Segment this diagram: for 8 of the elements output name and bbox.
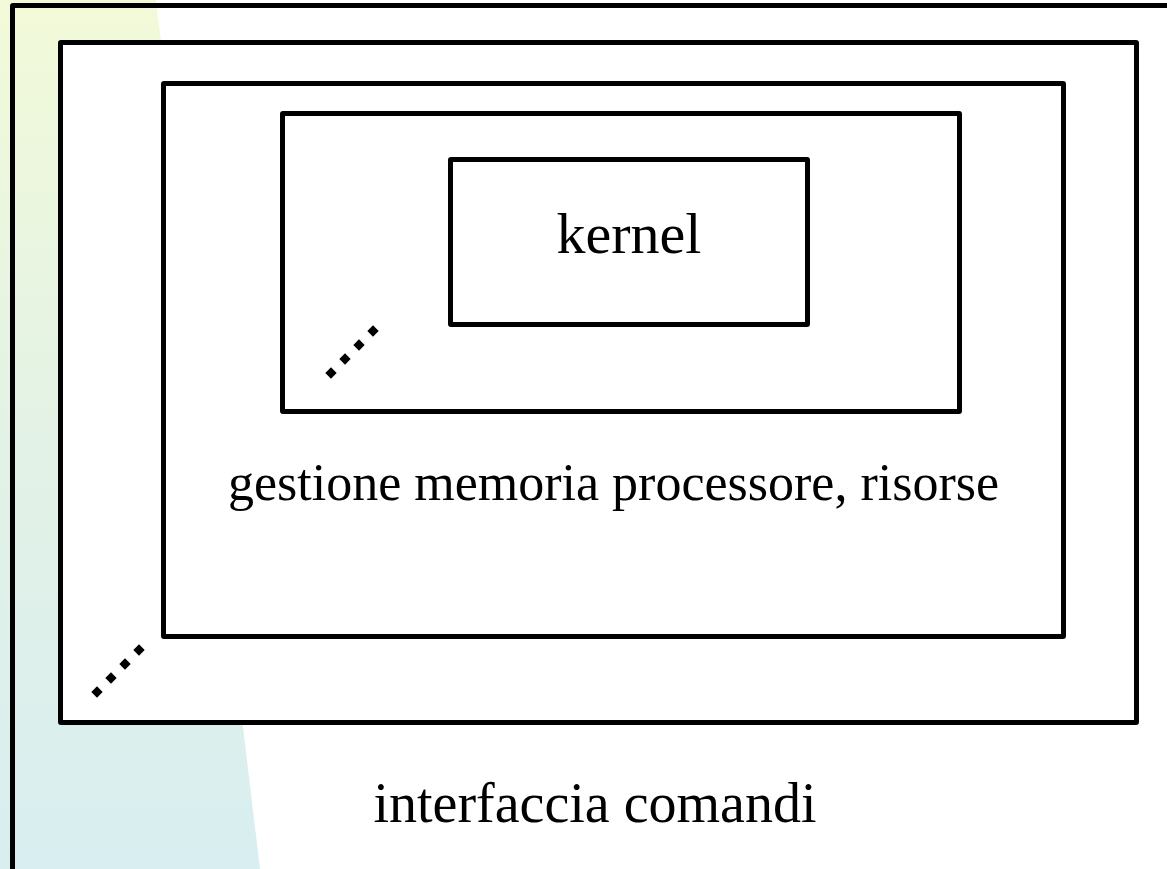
layer-label: gestione memoria processore, risorse [226, 454, 1001, 512]
layer-box [58, 40, 1139, 725]
layer-box [448, 157, 810, 327]
layer-box [161, 81, 1066, 639]
layer-label: interfaccia comandi [372, 773, 818, 835]
layer-label: kernel [555, 202, 703, 266]
layer-box [10, 3, 1167, 869]
layer-box [280, 111, 962, 414]
